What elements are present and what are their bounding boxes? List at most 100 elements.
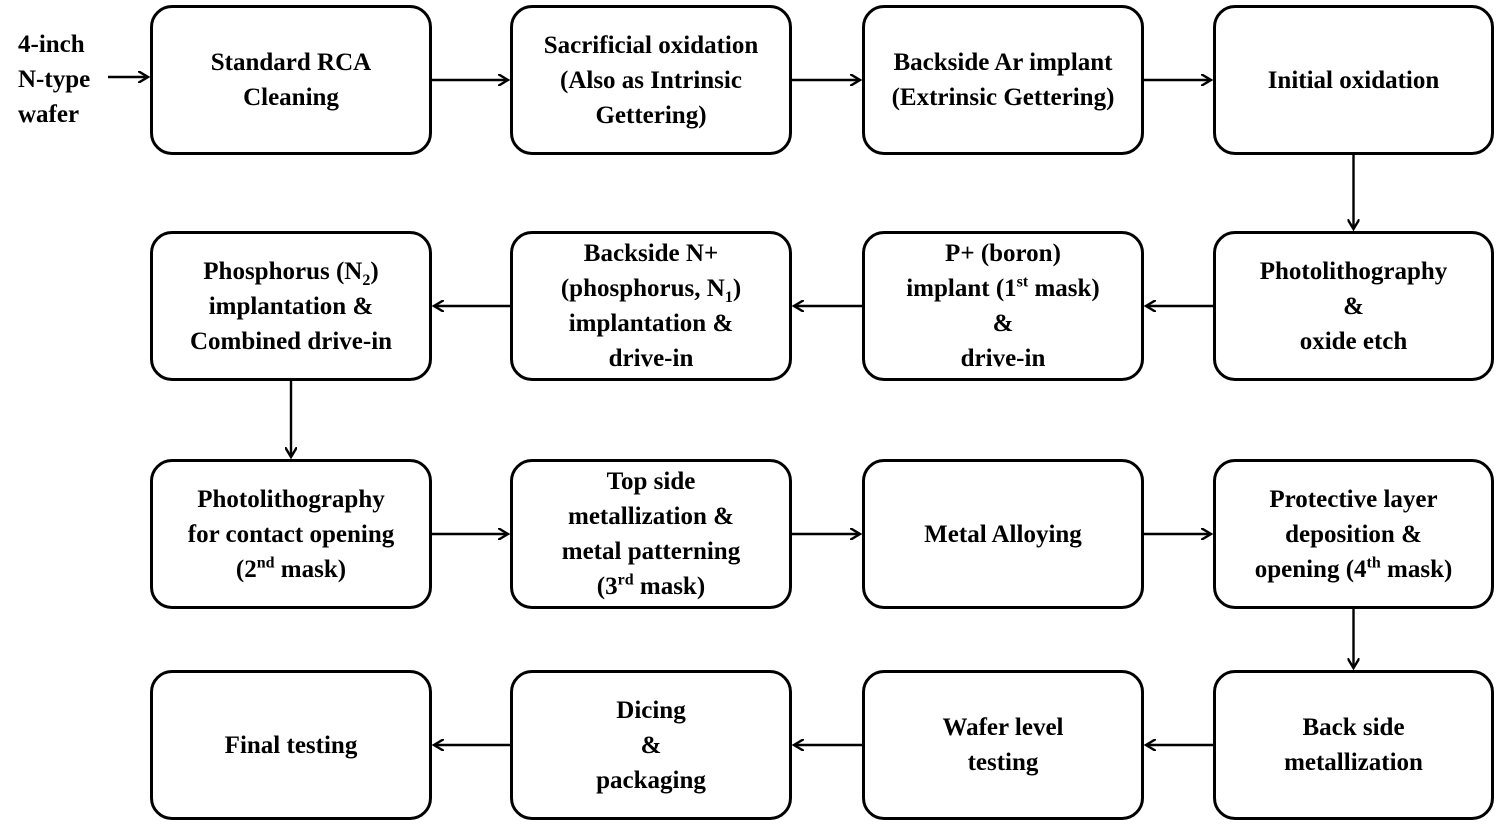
step-label: Protective layer deposition & opening (4th… <box>1255 482 1453 587</box>
text: Final testing <box>224 731 358 759</box>
step-label: Dicing & packaging <box>596 693 706 798</box>
text: metallization & <box>568 503 734 530</box>
line: (Also as Intrinsic <box>544 63 759 98</box>
text: Gettering) <box>595 101 707 129</box>
step-box-photo-1: Photolithography &oxide etch <box>1213 231 1494 381</box>
line: (2nd mask) <box>188 552 394 587</box>
step-box-dicing: Dicing & packaging <box>510 670 792 820</box>
step-box-initial-ox: Initial oxidation <box>1213 5 1494 155</box>
text: Wafer level <box>942 714 1064 741</box>
line: Final testing <box>225 728 358 763</box>
text: N-type <box>18 66 91 93</box>
text: drive-in <box>608 345 694 372</box>
step-box-protective: Protective layer deposition & opening (4th… <box>1213 459 1494 609</box>
step-box-final-test: Final testing <box>150 670 432 820</box>
text: deposition & <box>1285 520 1422 548</box>
text: Backside N+ <box>583 240 719 267</box>
superscript: st <box>1016 273 1029 291</box>
step-box-rca: Standard RCA Cleaning <box>150 5 432 155</box>
line: Initial oxidation <box>1268 63 1440 98</box>
step-box-backside-n: Backside N+ (phosphorus, N1) implantation … <box>510 231 792 381</box>
text: ) <box>370 257 379 285</box>
step-label: Backside Ar implant (Extrinsic Gettering) <box>892 45 1115 115</box>
line: opening (4th mask) <box>1255 552 1453 587</box>
line: drive-in <box>906 341 1100 376</box>
step-label: Wafer level testing <box>942 710 1063 780</box>
text: opening (4 <box>1254 555 1367 583</box>
line: & <box>906 306 1100 341</box>
subscript: 1 <box>724 289 733 306</box>
text: Sacrificial oxidation <box>543 31 759 59</box>
text: mask) <box>633 573 706 600</box>
text: drive-in <box>960 345 1046 372</box>
step-box-top-metal: Top side metallization & metal patterning (… <box>510 459 792 609</box>
text: & <box>640 731 662 759</box>
text: implant (1 <box>906 275 1017 302</box>
text: mask) <box>274 555 347 583</box>
text: Photolithography <box>1259 257 1448 285</box>
text: Back side <box>1302 714 1405 741</box>
text: (phosphorus, N <box>560 275 725 302</box>
text: ) <box>732 275 742 302</box>
step-box-wafer-test: Wafer level testing <box>862 670 1144 820</box>
line: 4-inch <box>18 27 108 62</box>
text: Protective layer <box>1269 485 1438 513</box>
text: Top side <box>606 468 696 495</box>
step-label: Top side metallization & metal patterning (… <box>562 464 740 604</box>
text: metal patterning <box>561 538 741 565</box>
line: metallization <box>1284 745 1423 780</box>
line: & <box>1260 289 1448 324</box>
line: Dicing <box>596 693 706 728</box>
step-box-p-plus: P+ (boron)implant (1st mask)&drive-in <box>862 231 1144 381</box>
text: (Extrinsic Gettering) <box>891 84 1115 111</box>
step-label: Initial oxidation <box>1268 63 1440 98</box>
text: Metal Alloying <box>924 520 1082 548</box>
text: Standard RCA <box>210 49 372 76</box>
text: (2 <box>235 555 257 583</box>
line: Photolithography <box>188 482 394 517</box>
step-box-backside-ar: Backside Ar implant (Extrinsic Gettering) <box>862 5 1144 155</box>
superscript: rd <box>617 571 634 589</box>
line: Gettering) <box>544 98 759 133</box>
text: implantation & <box>208 292 374 320</box>
text: 4-inch <box>18 31 85 58</box>
subscript: 2 <box>362 271 371 289</box>
line: Back side <box>1284 710 1423 745</box>
text: mask) <box>1380 555 1453 583</box>
step-label: Final testing <box>225 728 358 763</box>
step-box-alloying: Metal Alloying <box>862 459 1144 609</box>
text: wafer <box>18 101 80 128</box>
line: Wafer level <box>942 710 1063 745</box>
step-box-phosphorus: Phosphorus (N2) implantation & Combined dr… <box>150 231 432 381</box>
line: Backside Ar implant <box>892 45 1115 80</box>
text: packaging <box>596 766 706 794</box>
text: Combined drive-in <box>189 327 393 355</box>
step-label: Photolithography &oxide etch <box>1260 254 1448 359</box>
superscript: nd <box>256 554 275 572</box>
line: Phosphorus (N2) <box>190 254 392 289</box>
line: N-type <box>18 62 108 97</box>
step-label: Back side metallization <box>1284 710 1423 780</box>
text: Phosphorus (N <box>203 257 363 285</box>
line: oxide etch <box>1260 324 1448 359</box>
line: deposition & <box>1255 517 1453 552</box>
text: (Also as Intrinsic <box>560 66 742 94</box>
text: Backside Ar implant <box>893 49 1113 76</box>
text: (3 <box>596 573 618 600</box>
line: metallization & <box>562 499 740 534</box>
text: testing <box>967 749 1039 776</box>
line: Cleaning <box>211 80 371 115</box>
step-label: Metal Alloying <box>924 517 1082 552</box>
line: implantation & <box>561 306 741 341</box>
line: metal patterning <box>562 534 740 569</box>
text: Initial oxidation <box>1267 66 1440 94</box>
line: drive-in <box>561 341 741 376</box>
line: testing <box>942 745 1063 780</box>
line: Photolithography <box>1260 254 1448 289</box>
line: Combined drive-in <box>190 324 392 359</box>
